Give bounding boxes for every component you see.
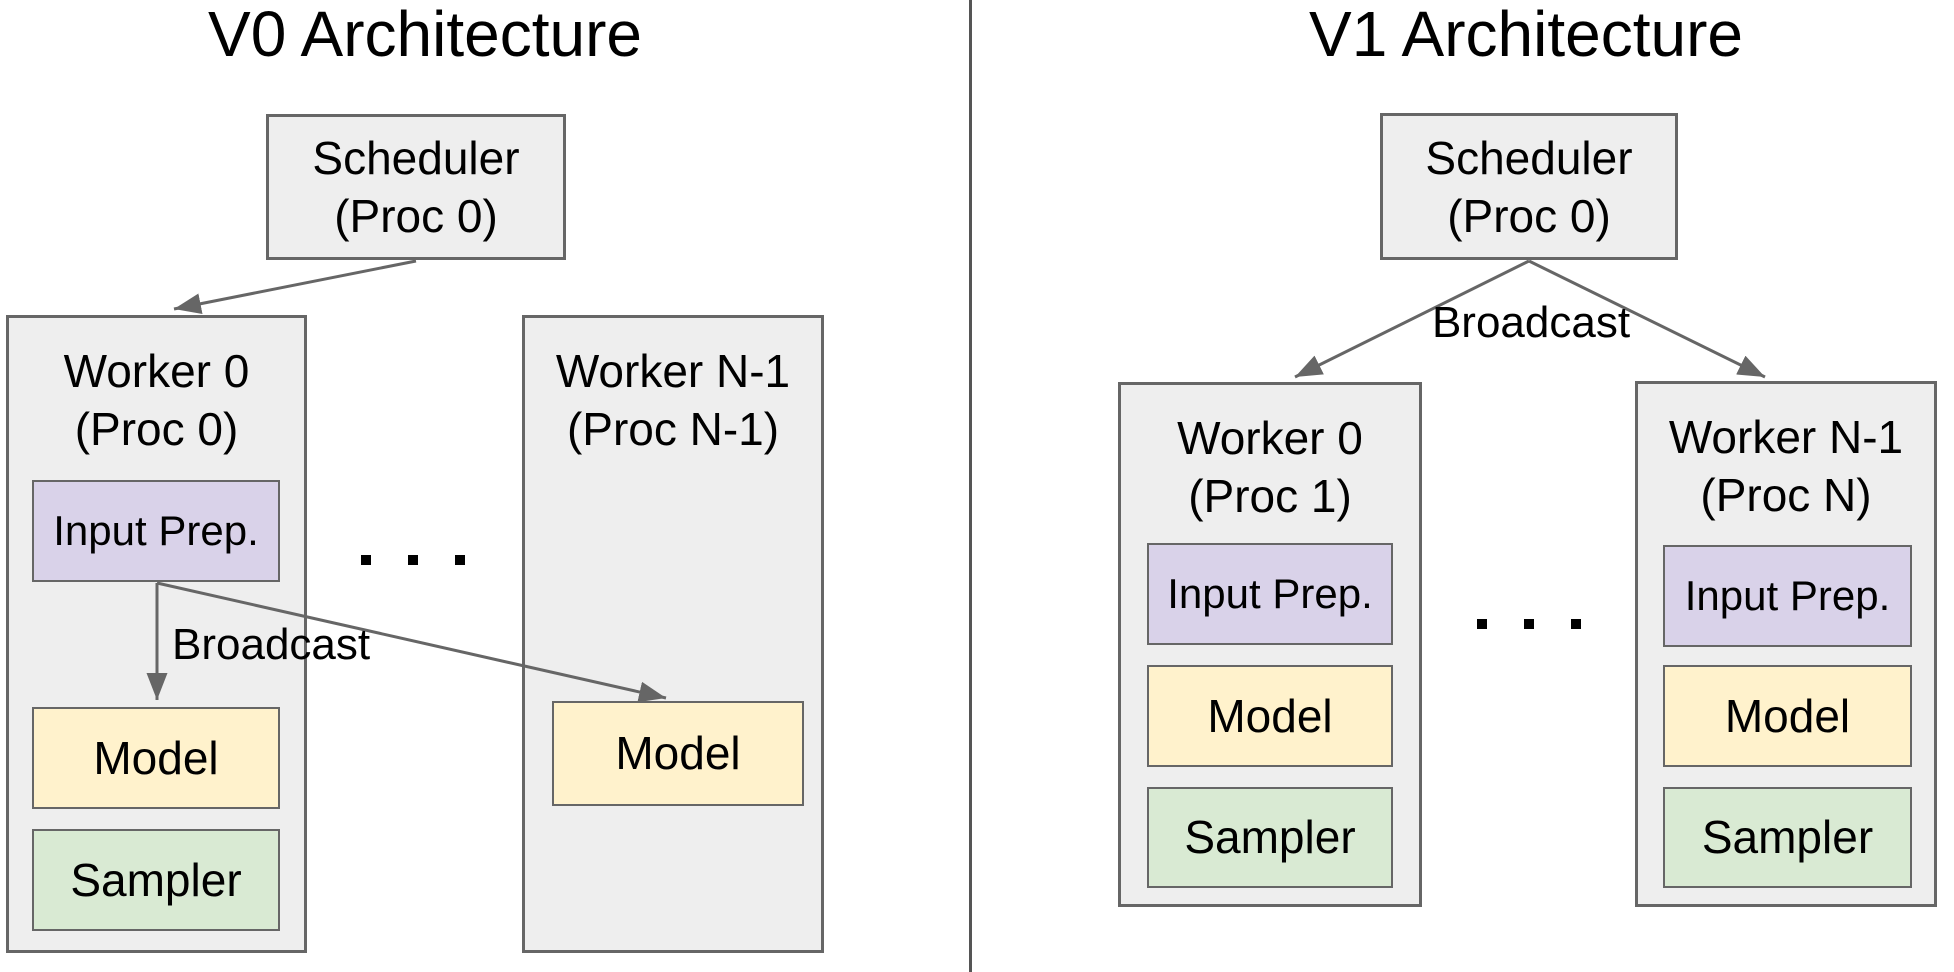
v0-workerN-label: Worker N-1 — [555, 345, 791, 397]
v0-arrow-scheduler-to-worker0 — [173, 259, 417, 315]
dot — [1524, 619, 1534, 629]
v0-ellipsis-dots — [361, 555, 465, 565]
v1-worker0-label: Worker 0 — [1177, 412, 1363, 464]
v0-workerN-model-box: Model — [552, 701, 804, 806]
v1-workerN-label: Worker N-1 — [1668, 411, 1904, 463]
v0-worker0-label: Worker 0 — [63, 345, 250, 397]
v1-workerN-input-prep-box: Input Prep. — [1663, 545, 1912, 647]
v1-scheduler-label: Scheduler — [1425, 131, 1633, 184]
v1-workerN-model-box: Model — [1663, 665, 1912, 767]
v1-workerN-proc: (Proc N) — [1700, 469, 1872, 521]
v0-worker0-model-box: Model — [32, 707, 280, 809]
v0-broadcast-label: Broadcast — [172, 620, 371, 669]
v0-workerN-proc: (Proc N-1) — [566, 403, 780, 455]
v0-workerN-box: Worker N-1 (Proc N-1) — [522, 315, 824, 953]
dot — [1477, 619, 1487, 629]
dot — [408, 555, 418, 565]
v0-scheduler-box: Scheduler (Proc 0) — [266, 114, 566, 260]
v1-worker0-sampler-box: Sampler — [1147, 787, 1393, 888]
v0-worker0-sampler-box: Sampler — [32, 829, 280, 931]
v1-worker0-model-box: Model — [1147, 665, 1393, 767]
v0-panel-title: V0 Architecture — [208, 0, 642, 70]
v1-broadcast-label: Broadcast — [1431, 298, 1631, 347]
v0-worker0-proc: (Proc 0) — [74, 403, 239, 455]
v0-scheduler-label: Scheduler — [312, 132, 520, 184]
v1-worker0-input-prep-box: Input Prep. — [1147, 543, 1393, 645]
v1-scheduler-box: Scheduler (Proc 0) — [1380, 113, 1678, 260]
v0-worker0-input-prep-box: Input Prep. — [32, 480, 280, 582]
v1-worker0-proc: (Proc 1) — [1188, 470, 1352, 522]
dot — [455, 555, 465, 565]
v0-scheduler-proc: (Proc 0) — [334, 190, 498, 242]
v1-workerN-sampler-box: Sampler — [1663, 787, 1912, 888]
v1-ellipsis-dots — [1477, 619, 1581, 629]
v1-panel-title: V1 Architecture — [1309, 0, 1743, 70]
dot — [361, 555, 371, 565]
v1-scheduler-proc: (Proc 0) — [1447, 189, 1611, 242]
panel-divider-line — [969, 0, 972, 972]
dot — [1571, 619, 1581, 629]
